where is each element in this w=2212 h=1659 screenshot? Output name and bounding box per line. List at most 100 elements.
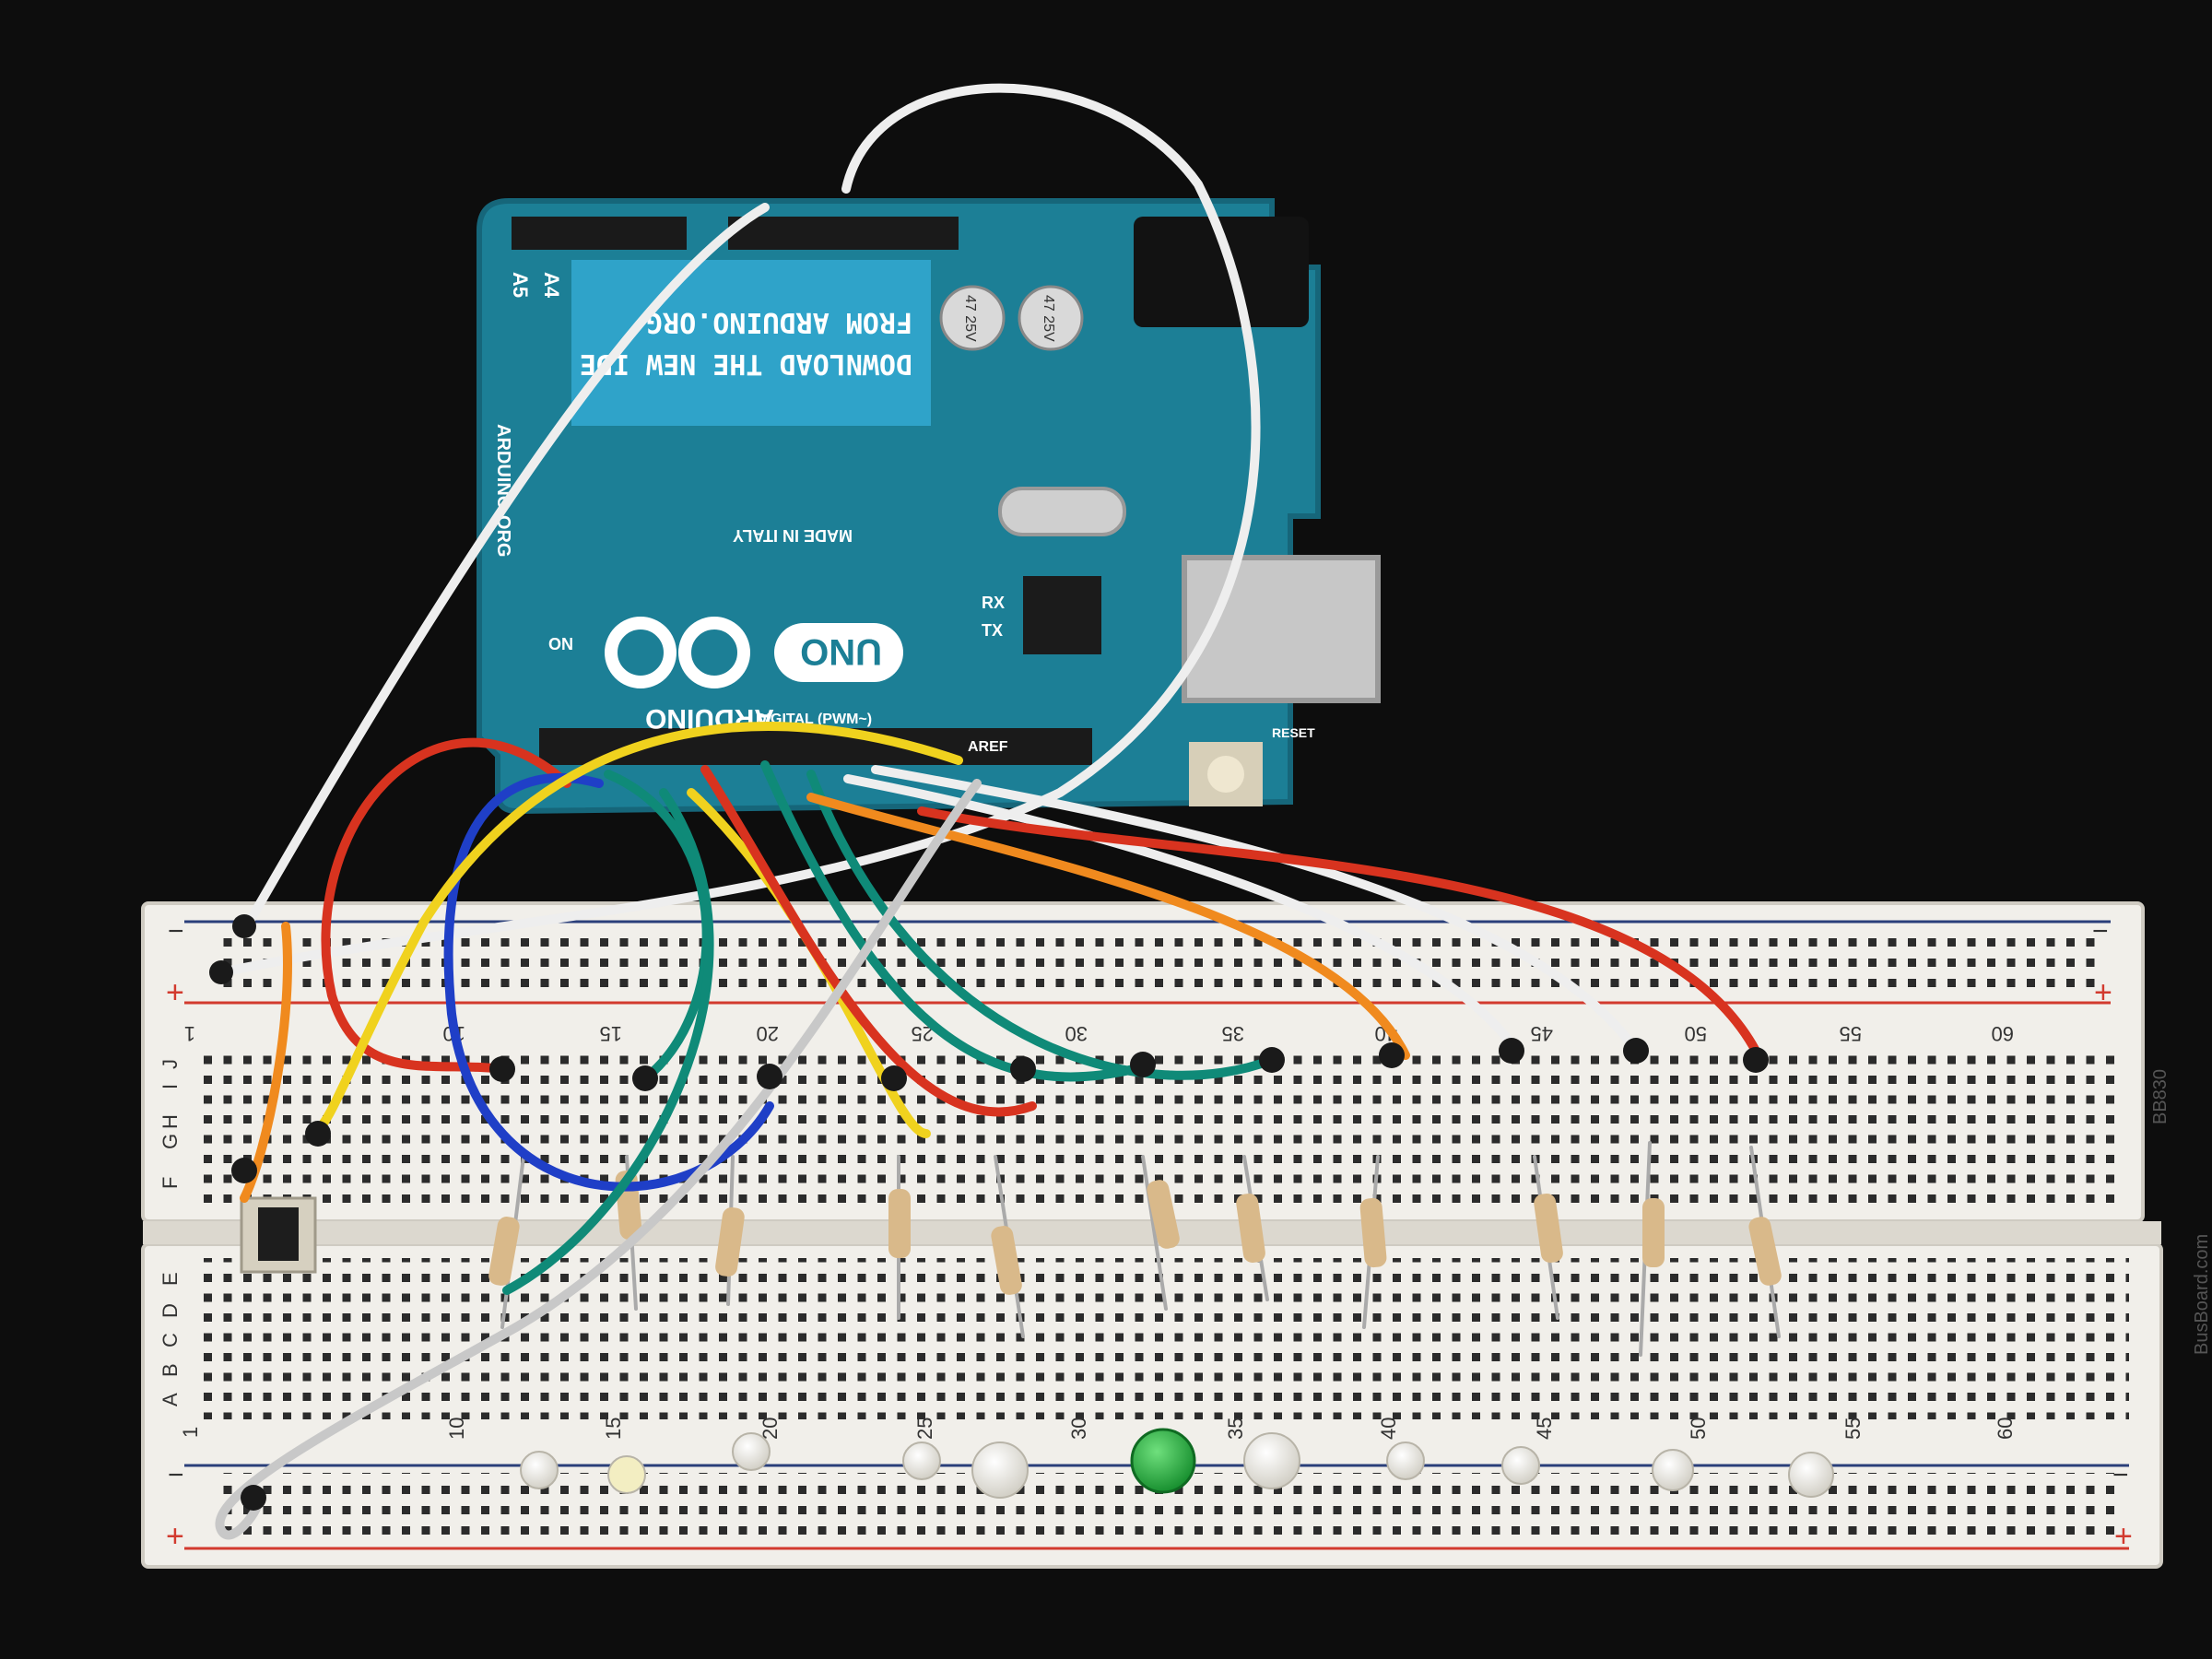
power-header <box>728 217 959 250</box>
row-letter: B <box>159 1363 182 1377</box>
leds <box>520 1428 1834 1499</box>
row-letter: I <box>159 1084 182 1089</box>
row-letter: F <box>159 1177 182 1189</box>
pin-label: A4 <box>540 272 563 299</box>
resistor <box>991 1155 1025 1338</box>
column-number: 40 <box>1377 1418 1400 1440</box>
capacitor: 47 25V <box>939 285 1006 351</box>
resistor <box>1141 1155 1180 1311</box>
wires <box>215 83 1765 1540</box>
arduino-board: A5 A4 A3 A2 A1 ARDUINO.ORG DOWNLOAD THE … <box>477 198 1381 815</box>
column-number: 50 <box>1685 1022 1707 1045</box>
sticker-line2: FROM ARDUINO.ORG <box>646 306 912 338</box>
column-number: 10 <box>445 1418 468 1440</box>
wire-yellow <box>309 722 963 1138</box>
resistor <box>1533 1155 1563 1320</box>
power-jack <box>1134 217 1309 327</box>
svg-text:47 25V: 47 25V <box>962 295 978 342</box>
pin-label: A5 <box>509 272 532 298</box>
resistor <box>888 1155 911 1320</box>
wire-red <box>917 806 1765 1065</box>
wire-green <box>760 760 1138 1082</box>
led-green <box>1130 1428 1196 1494</box>
led <box>1652 1449 1694 1491</box>
wire-green <box>502 788 714 1295</box>
rail-plus-sign: + <box>2114 1519 2133 1554</box>
led <box>1243 1432 1300 1489</box>
rail-minus-sign: − <box>168 1460 184 1490</box>
model-text: UNO <box>800 631 882 672</box>
led <box>1788 1452 1834 1498</box>
led <box>520 1451 559 1489</box>
column-number: 20 <box>757 1022 779 1045</box>
svg-text:47 25V: 47 25V <box>1041 295 1056 342</box>
column-number: 15 <box>600 1022 622 1045</box>
resistor <box>1359 1155 1387 1329</box>
column-number: 1 <box>184 1022 195 1045</box>
on-label: ON <box>548 635 573 653</box>
resistor <box>715 1155 745 1306</box>
made-in-text: MADE IN ITALY <box>733 526 853 545</box>
sticker-line1: DOWNLOAD THE NEW IDE <box>580 347 912 380</box>
row-letter: E <box>159 1272 182 1286</box>
analog-header <box>512 217 687 250</box>
row-letter: H <box>159 1114 182 1129</box>
wire-red <box>321 737 571 1074</box>
column-number: 55 <box>1841 1418 1865 1440</box>
wire-ends <box>209 914 1769 1511</box>
column-number: 15 <box>602 1418 625 1440</box>
column-number: 35 <box>1222 1022 1244 1045</box>
crystal <box>998 487 1126 536</box>
resistor <box>488 1155 525 1329</box>
led <box>971 1441 1029 1499</box>
wire-green <box>806 770 1277 1080</box>
column-number: 60 <box>1992 1022 2014 1045</box>
column-number: 30 <box>1065 1022 1088 1045</box>
row-letter: G <box>159 1134 182 1149</box>
rail-plus-sign: + <box>2094 975 2112 1010</box>
tx-label: TX <box>982 621 1003 640</box>
row-letter: D <box>159 1303 182 1318</box>
column-number: 35 <box>1224 1418 1247 1440</box>
led <box>607 1455 646 1494</box>
usb-port <box>1182 555 1381 703</box>
model-label: BB830 <box>2150 1069 2171 1124</box>
column-number: 50 <box>1687 1418 1710 1440</box>
wire-blue <box>443 772 774 1192</box>
rail-minus-sign: − <box>2112 1460 2129 1490</box>
wire-yellow <box>687 788 931 1138</box>
ide-sticker: DOWNLOAD THE NEW IDE FROM ARDUINO.ORG <box>571 260 931 426</box>
wire-gray <box>215 779 982 1540</box>
rail-minus-sign: − <box>2092 916 2109 947</box>
wire-white <box>217 83 1261 977</box>
rail-plus-sign: + <box>166 975 184 1010</box>
row-letter: C <box>159 1333 182 1347</box>
row-letter: A <box>159 1393 182 1406</box>
wire-orange <box>806 793 1410 1060</box>
column-number: 45 <box>1531 1022 1553 1045</box>
column-number: 60 <box>1994 1418 2017 1440</box>
reset-label: RESET <box>1272 725 1315 740</box>
capacitor: 47 25V <box>1018 285 1084 351</box>
brand-label: BusBoard.com <box>2192 1234 2212 1355</box>
rx-label: RX <box>982 594 1005 612</box>
resistor <box>1639 1141 1665 1357</box>
column-number: 55 <box>1840 1022 1862 1045</box>
aref-label: AREF <box>968 739 1008 755</box>
usb-chip <box>1023 576 1101 654</box>
column-number: 1 <box>179 1427 202 1438</box>
column-number: 25 <box>913 1418 936 1440</box>
resistors <box>488 1141 1782 1357</box>
resistor <box>1748 1146 1782 1338</box>
arduino-logo: UNO ARDUINO <box>605 617 903 734</box>
pushbutton <box>240 1196 317 1274</box>
rail-minus-sign: − <box>168 916 184 947</box>
column-number: 30 <box>1067 1418 1090 1440</box>
led <box>902 1441 941 1480</box>
resistor <box>1236 1155 1269 1301</box>
column-number: 45 <box>1533 1418 1556 1440</box>
row-letter: J <box>159 1059 182 1069</box>
led <box>1501 1446 1540 1485</box>
led <box>732 1432 771 1471</box>
